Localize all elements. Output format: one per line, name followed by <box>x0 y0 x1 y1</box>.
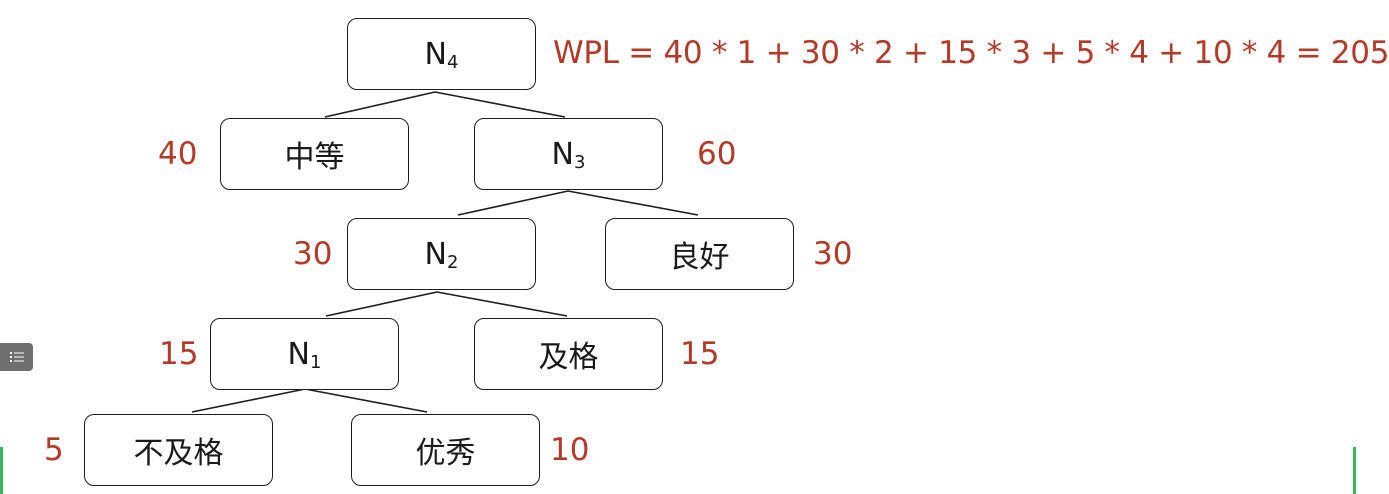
tree-edges <box>191 91 699 413</box>
node-n3-base: N <box>551 136 574 172</box>
node-lianghao-label: 良好 <box>669 240 730 275</box>
weight-n2: 30 <box>293 236 333 272</box>
node-bujige-label: 不及格 <box>133 436 224 471</box>
node-lianghao: 良好 <box>605 218 794 290</box>
node-n2-base: N <box>424 236 447 272</box>
edge-n3-lianghao <box>567 190 699 216</box>
weight-bujige: 5 <box>44 432 64 468</box>
node-n2-sub: 2 <box>447 251 459 273</box>
wpl-formula: WPL = 40 * 1 + 30 * 2 + 15 * 3 + 5 * 4 +… <box>553 35 1389 71</box>
edge-n1-youxiu <box>304 388 428 413</box>
weight-jige: 15 <box>680 336 720 372</box>
node-jige-label: 及格 <box>538 340 599 375</box>
left-accent-bar <box>0 447 3 494</box>
node-n3-sub: 3 <box>574 151 586 173</box>
edge-n1-bujige <box>191 388 306 413</box>
right-accent-bar <box>1353 447 1356 494</box>
node-zhongdeng: 中等 <box>220 118 409 190</box>
weight-zhongdeng: 40 <box>158 136 198 172</box>
weight-n1: 15 <box>159 336 199 372</box>
node-youxiu: 优秀 <box>351 414 540 486</box>
edge-n2-n1 <box>325 291 438 317</box>
node-n4-sub: 4 <box>447 51 459 73</box>
node-n4-base: N <box>424 36 447 72</box>
edge-n4-n3 <box>434 91 566 118</box>
node-n1-sub: 1 <box>310 351 322 373</box>
edge-n2-jige <box>436 291 568 317</box>
node-jige: 及格 <box>474 318 663 390</box>
weight-n3: 60 <box>697 136 737 172</box>
edge-n4-zhongdeng <box>324 91 436 118</box>
edge-n3-n2 <box>457 190 569 216</box>
node-bujige: 不及格 <box>84 414 273 486</box>
weight-youxiu: 10 <box>550 432 590 468</box>
list-icon <box>9 352 24 362</box>
node-zhongdeng-label: 中等 <box>284 140 345 175</box>
outline-toggle-button[interactable] <box>0 343 33 371</box>
node-youxiu-label: 优秀 <box>415 436 476 471</box>
node-n1-base: N <box>287 336 310 372</box>
weight-lianghao: 30 <box>813 236 853 272</box>
